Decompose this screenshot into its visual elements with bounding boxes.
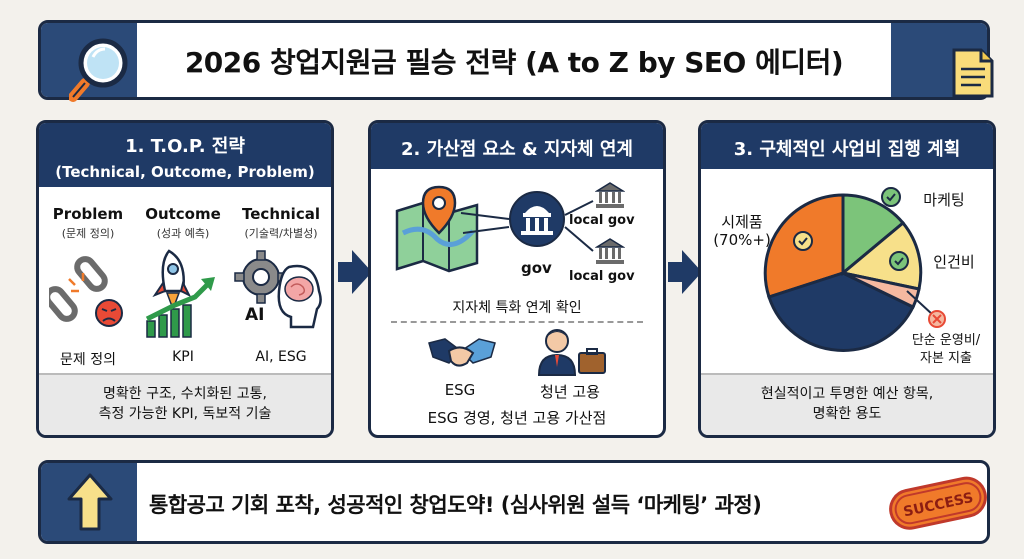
- pie-label-excluded-2: 자본 지출: [920, 351, 972, 366]
- panel-bonus-points: 2. 가산점 요소 & 지자체 연계 local gov: [368, 120, 666, 438]
- panel-budget-plan: 3. 구체적인 사업비 집행 계획 시제품 (70%+) 마케팅 인건비 단순 …: [698, 120, 996, 438]
- gov-building-icon: [507, 189, 567, 253]
- divider: [391, 321, 643, 323]
- gov-label: gov: [521, 259, 552, 277]
- map-caption: 지자체 특화 연계 확인: [452, 300, 582, 316]
- col-problem-label: 문제 정의: [60, 352, 116, 368]
- flow-arrow-2: [668, 250, 702, 298]
- panel3-footer: 현실적이고 투명한 예산 항목, 명확한 용도: [701, 373, 993, 435]
- businessman-icon: [533, 327, 609, 381]
- col-problem-title: Problem: [52, 205, 124, 223]
- document-icon: [951, 47, 995, 103]
- panel1-footer-line1: 명확한 구조, 수치화된 고통,: [103, 386, 267, 402]
- panel2-heading: 2. 가산점 요소 & 지자체 연계: [371, 123, 663, 169]
- rocket-growth-icon: [143, 247, 223, 345]
- pie-label-personnel: 인건비: [933, 253, 975, 271]
- local-gov-label-2: local gov: [569, 269, 635, 284]
- col-outcome-title: Outcome: [145, 205, 221, 223]
- panel3-heading: 3. 구체적인 사업비 집행 계획: [701, 123, 993, 169]
- panel1-header: 1. T.O.P. 전략 (Technical, Outcome, Proble…: [39, 123, 331, 187]
- up-arrow-icon: [67, 473, 113, 535]
- local-gov-icon-2: [594, 237, 626, 269]
- col-outcome-subtitle: (성과 예측): [156, 227, 210, 240]
- panel1-heading: 1. T.O.P. 전략: [125, 136, 245, 157]
- magnifier-icon: [68, 37, 131, 107]
- network-lines: [460, 200, 594, 252]
- pie-label-marketing: 마케팅: [923, 191, 965, 209]
- panel2-footer: ESG 경영, 청년 고용 가산점: [427, 409, 607, 427]
- col-technical-title: Technical: [242, 205, 320, 223]
- bottom-bar: 통합공고 기회 포착, 성공적인 창업도약! (심사위원 설득 ‘마케팅’ 과정…: [38, 460, 990, 544]
- pie-label-excluded-1: 단순 운영비/: [911, 333, 981, 348]
- local-gov-icon-1: [594, 181, 626, 213]
- pie-label-prototype-pct: (70%+): [713, 231, 771, 249]
- success-stamp-icon: SUCCESS: [884, 470, 994, 540]
- youth-label: 청년 고용: [540, 383, 600, 401]
- col-outcome-label: KPI: [172, 349, 194, 365]
- ai-icon-text: AI: [245, 305, 265, 325]
- col-technical-label: AI, ESG: [255, 349, 307, 365]
- col-problem-subtitle: (문제 정의): [61, 227, 115, 240]
- title-bar: 2026 창업지원금 필승 전략 (A to Z by SEO 에디터): [38, 20, 994, 102]
- panel-top-strategy: 1. T.O.P. 전략 (Technical, Outcome, Proble…: [36, 120, 334, 438]
- panel1-footer: 명확한 구조, 수치화된 고통, 측정 가능한 KPI, 독보적 기술: [39, 373, 331, 435]
- panel1-subheading: (Technical, Outcome, Problem): [55, 163, 315, 181]
- local-gov-label-1: local gov: [569, 213, 635, 228]
- flow-arrow-1: [338, 250, 372, 298]
- bottom-message: 통합공고 기회 포착, 성공적인 창업도약! (심사위원 설득 ‘마케팅’ 과정…: [149, 493, 762, 517]
- page-title: 2026 창업지원금 필승 전략 (A to Z by SEO 에디터): [184, 46, 844, 79]
- col-technical-subtitle: (기술력/차별성): [244, 227, 318, 240]
- budget-pie: [763, 187, 946, 352]
- panel3-footer-line2: 명확한 용도: [812, 406, 882, 422]
- esg-label: ESG: [444, 381, 476, 399]
- broken-chain-icon: [44, 251, 129, 339]
- handshake-icon: [427, 329, 497, 379]
- panel3-footer-line1: 현실적이고 투명한 예산 항목,: [760, 386, 934, 402]
- map-pin-icon: [393, 183, 493, 277]
- pie-label-prototype: 시제품: [721, 213, 763, 231]
- panel1-footer-line2: 측정 가능한 KPI, 독보적 기술: [98, 406, 272, 422]
- ai-brain-gear-icon: [233, 247, 329, 345]
